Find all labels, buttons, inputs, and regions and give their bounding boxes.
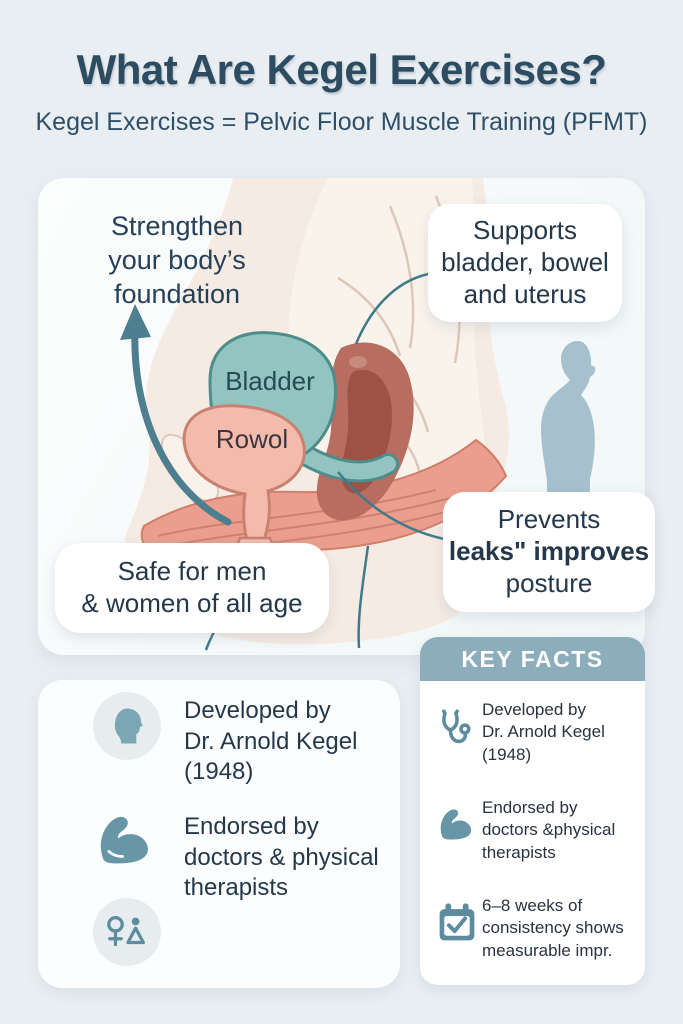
bicep-icon xyxy=(436,805,476,849)
head-profile-icon xyxy=(93,692,161,760)
prevents-line1: Prevents xyxy=(497,504,601,535)
standing-figure-silhouette xyxy=(541,341,596,496)
female-icon xyxy=(107,915,124,947)
prevents-line2: leaks" improves xyxy=(448,536,650,567)
callout-safe: Safe for men & women of all age xyxy=(55,543,329,633)
page-subtitle: Kegel Exercises = Pelvic Floor Muscle Tr… xyxy=(35,108,648,136)
left-endorsed-text: Endorsed by doctors & physical therapist… xyxy=(184,813,379,902)
up-arrow-icon xyxy=(120,304,232,526)
left-fact-developed: Developed by Dr. Arnold Kegel (1948) xyxy=(38,692,400,792)
bowel-label: Rowol xyxy=(215,424,289,454)
key-fact-text: Endorsed by doctors &physical therapists xyxy=(482,798,616,862)
left-fact-gender xyxy=(38,898,400,968)
key-fact-item-weeks: 6–8 weeks of consistency shows measurabl… xyxy=(420,895,645,979)
bladder-label: Bladder xyxy=(225,366,315,396)
page-title: What Are Kegel Exercises? xyxy=(76,46,607,93)
left-developed-text: Developed by Dr. Arnold Kegel (1948) xyxy=(184,697,358,786)
person-icon xyxy=(126,917,145,945)
key-facts-header: KEY FACTS xyxy=(420,637,645,681)
gender-icons xyxy=(93,898,161,966)
key-fact-item-developed: Developed by Dr. Arnold Kegel (1948) xyxy=(420,699,645,783)
callout-strengthen: Strengthen your body’s foundation xyxy=(108,211,246,309)
bowel-shape xyxy=(182,404,306,542)
key-facts-card: KEY FACTS Developed by Dr. Arnold Kegel … xyxy=(420,637,645,985)
key-fact-text: Developed by Dr. Arnold Kegel (1948) xyxy=(482,700,605,764)
key-fact-item-endorsed: Endorsed by doctors &physical therapists xyxy=(420,797,645,881)
callout-supports: Supports bladder, bowel and uterus xyxy=(428,204,622,322)
callout-prevents: Prevents leaks" improves posture xyxy=(443,492,655,612)
prevents-line3: posture xyxy=(505,567,593,598)
bicep-icon xyxy=(93,810,161,878)
stethoscope-icon xyxy=(436,707,476,751)
calendar-check-icon xyxy=(436,901,476,945)
left-facts-card: Developed by Dr. Arnold Kegel (1948) End… xyxy=(38,680,400,988)
left-fact-endorsed: Endorsed by doctors & physical therapist… xyxy=(38,808,400,908)
key-fact-text: 6–8 weeks of consistency shows measurabl… xyxy=(482,896,624,960)
